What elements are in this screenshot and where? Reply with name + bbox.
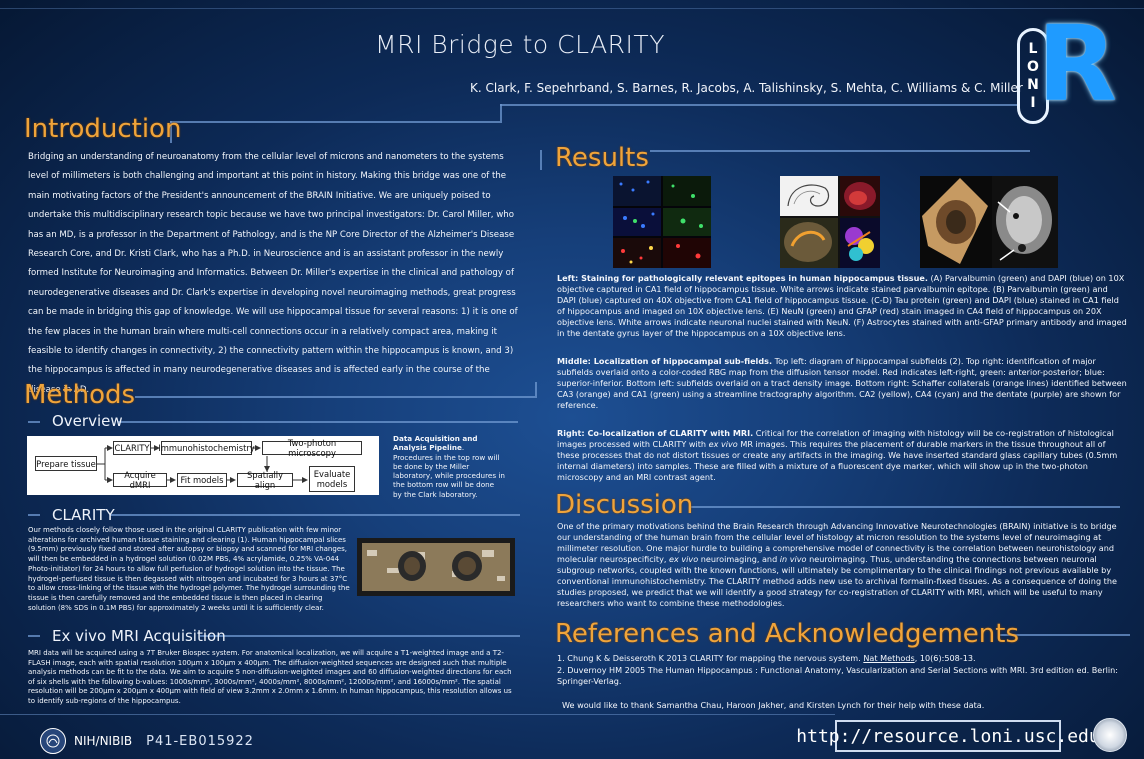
box-clarity: CLARITY xyxy=(113,441,151,455)
results-middle-caption: Middle: Localization of hippocampal sub-… xyxy=(557,356,1127,410)
results-left-caption: Left: Staining for pathologically releva… xyxy=(557,273,1127,338)
exvivo-text: MRI data will be acquired using a 7T Bru… xyxy=(28,649,512,705)
box-evaluate-models: Evaluate models xyxy=(309,466,355,492)
loni-r-letter: R xyxy=(1037,3,1118,125)
footer-institution: NIH/NIBIB xyxy=(74,734,133,748)
references-heading: References and Acknowledgements xyxy=(555,619,1020,649)
box-acquire-dmri: Acquire dMRI xyxy=(113,470,167,490)
box-immunohistochemistry: Immunohistochemistry xyxy=(158,441,255,455)
results-middle-subfield-images xyxy=(780,176,880,268)
coregistration-montage xyxy=(920,176,1058,268)
results-right-coregistration-images xyxy=(920,176,1058,268)
footer-funding: NIH/NIBIB P41-EB015922 xyxy=(40,728,254,754)
clarity-photo xyxy=(357,538,515,596)
introduction-text: Bridging an understanding of neuroanatom… xyxy=(28,152,518,395)
clarity-photo-image xyxy=(357,538,515,596)
box-two-photon-microscopy: Two-photon microscopy xyxy=(262,438,362,458)
results-right-caption: Right: Co-localization of CLARITY with M… xyxy=(557,428,1118,482)
references-list: 1. Chung K & Deisseroth K 2013 CLARITY f… xyxy=(557,653,1132,688)
overview-heading: Overview xyxy=(52,412,123,430)
nih-seal-graphic xyxy=(46,734,60,748)
acknowledgements-text: We would like to thank Samantha Chau, Ha… xyxy=(562,700,985,710)
loni-wordmark: L O N I xyxy=(1017,28,1049,124)
fluorescence-montage xyxy=(613,176,711,268)
box-prepare-tissue: Prepare tissue xyxy=(35,456,97,471)
pipeline-arrows xyxy=(97,445,308,483)
introduction-heading: Introduction xyxy=(24,114,182,144)
nih-seal-icon xyxy=(40,728,66,754)
results-left-fluorescence-images xyxy=(613,176,711,268)
resource-url-link[interactable]: http://resource.loni.usc.edu xyxy=(796,720,1100,752)
clarity-heading: CLARITY xyxy=(52,506,115,524)
pipeline-diagram: Prepare tissue CLARITY Immunohistochemis… xyxy=(27,436,379,495)
discussion-text: One of the primary motivations behind th… xyxy=(557,521,1117,608)
footer-grant-number: P41-EB015922 xyxy=(146,733,254,749)
loni-logo: L O N I R xyxy=(1015,12,1123,128)
subfield-montage xyxy=(780,176,880,268)
pipeline-caption: Data Acquisition and Analysis Pipeline. … xyxy=(393,434,505,499)
exvivo-heading: Ex vivo MRI Acquisition xyxy=(52,627,226,645)
poster-title: MRI Bridge to CLARITY xyxy=(375,30,665,59)
box-fit-models: Fit models xyxy=(177,473,227,487)
clarity-text: Our methods closely follow those used in… xyxy=(28,526,350,612)
reference-1: 1. Chung K & Deisseroth K 2013 CLARITY f… xyxy=(557,653,976,663)
reference-2: 2. Duvernoy HM 2005 The Human Hippocampu… xyxy=(557,664,1118,687)
university-seal-icon xyxy=(1093,718,1127,752)
discussion-heading: Discussion xyxy=(555,490,694,520)
reference-1-journal-link[interactable]: Nat Methods xyxy=(863,653,915,663)
author-list: K. Clark, F. Sepehrband, S. Barnes, R. J… xyxy=(470,81,1023,95)
methods-heading: Methods xyxy=(24,380,136,410)
box-spatially-align: Spatially align xyxy=(237,470,293,490)
results-heading: Results xyxy=(555,143,649,173)
